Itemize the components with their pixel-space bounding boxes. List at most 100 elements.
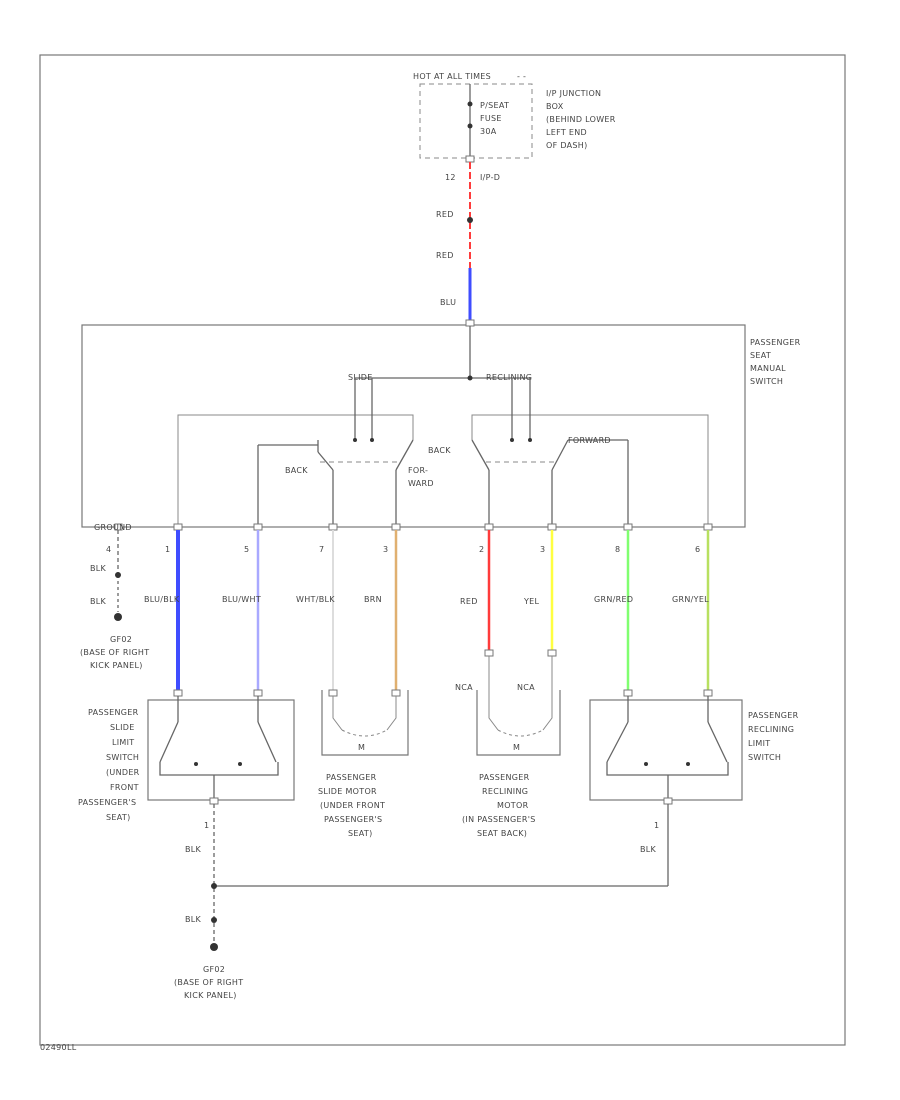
svg-text:BRN: BRN <box>364 595 382 604</box>
junction-box-outline <box>419 83 533 159</box>
fuse-terminal-top <box>467 101 473 107</box>
svg-text:BLU/WHT: BLU/WHT <box>222 595 261 604</box>
svg-text:SLIDE: SLIDE <box>110 723 135 732</box>
svg-text:SLIDE MOTOR: SLIDE MOTOR <box>318 787 377 796</box>
svg-text:30A: 30A <box>480 127 497 136</box>
svg-text:FRONT: FRONT <box>110 783 139 792</box>
wire-red-1-label: RED <box>436 210 454 219</box>
slide-label: SLIDE <box>348 373 373 382</box>
ground-wire-label-1: BLK <box>90 564 107 573</box>
pin-numbers: 4 1 5 7 3 2 3 8 6 <box>106 545 700 554</box>
svg-text:YEL: YEL <box>523 597 540 606</box>
svg-text:6: 6 <box>695 545 700 554</box>
svg-text:(UNDER: (UNDER <box>106 768 140 777</box>
svg-text:1: 1 <box>165 545 170 554</box>
svg-text:GRN/YEL: GRN/YEL <box>672 595 709 604</box>
diagram-code: 02490LL <box>40 1043 77 1052</box>
svg-text:PASSENGER: PASSENGER <box>88 708 139 717</box>
wire-color-labels: BLU/BLK BLU/WHT WHT/BLK BRN RED YEL GRN/… <box>144 595 709 606</box>
svg-text:PASSENGER'S: PASSENGER'S <box>324 815 382 824</box>
nca-label-1: NCA <box>455 683 473 692</box>
connector-ipd-label: I/P-D <box>480 173 500 182</box>
svg-text:4: 4 <box>106 545 111 554</box>
junction-box-label: I/P JUNCTION BOX (BEHIND LOWER LEFT END … <box>546 89 616 150</box>
svg-text:8: 8 <box>615 545 620 554</box>
svg-text:GF02: GF02 <box>203 965 225 974</box>
ground-top-label: GF02 (BASE OF RIGHT KICK PANEL) <box>80 635 149 670</box>
slide-limit-switch-box <box>147 699 295 801</box>
recline-back-contact <box>471 439 490 471</box>
ground-wire-label-2: BLK <box>90 597 107 606</box>
connector-ipd <box>465 155 475 163</box>
svg-text:PASSENGER: PASSENGER <box>479 773 530 782</box>
ground-bottom-label: GF02 (BASE OF RIGHT KICK PANEL) <box>174 965 243 1000</box>
svg-text:SEAT BACK): SEAT BACK) <box>477 829 527 838</box>
fuse-terminal-bottom <box>467 123 473 129</box>
svg-text:PASSENGER: PASSENGER <box>326 773 377 782</box>
seat-switch-label: PASSENGER SEAT MANUAL SWITCH <box>750 338 800 386</box>
slide-back-contact <box>317 451 334 471</box>
svg-text:RECLINING: RECLINING <box>748 725 794 734</box>
svg-text:SEAT): SEAT) <box>106 813 131 822</box>
bottom-down-blk-label: BLK <box>185 915 202 924</box>
reclining-limit-switch-label: PASSENGER RECLINING LIMIT SWITCH <box>748 711 799 762</box>
svg-text:(BASE OF RIGHT: (BASE OF RIGHT <box>174 978 243 987</box>
slide-forward-label-2: WARD <box>408 479 434 488</box>
svg-text:GRN/RED: GRN/RED <box>594 595 633 604</box>
reclining-motor-label: PASSENGER RECLINING MOTOR (IN PASSENGER'… <box>462 773 536 838</box>
svg-text:OF DASH): OF DASH) <box>546 141 588 150</box>
svg-text:3: 3 <box>540 545 545 554</box>
slide-motor-symbol: M <box>358 743 365 752</box>
svg-text:(BEHIND LOWER: (BEHIND LOWER <box>546 115 616 124</box>
reclining-motor-box <box>476 690 561 756</box>
svg-text:5: 5 <box>244 545 249 554</box>
slide-forward-label-1: FOR- <box>408 466 428 475</box>
svg-text:3: 3 <box>383 545 388 554</box>
bottom-left-blk-label: BLK <box>185 845 202 854</box>
svg-text:2: 2 <box>479 545 484 554</box>
seat-switch-box <box>81 324 746 528</box>
svg-text:PASSENGER: PASSENGER <box>748 711 799 720</box>
svg-text:(BASE OF RIGHT: (BASE OF RIGHT <box>80 648 149 657</box>
splice-red <box>467 217 473 223</box>
pin-12-label: 12 <box>445 173 456 182</box>
bottom-right-blk-label: BLK <box>640 845 657 854</box>
wire-blu-label: BLU <box>440 298 456 307</box>
svg-text:LIMIT: LIMIT <box>748 739 770 748</box>
slide-limit-pin-label: 1 <box>204 821 209 830</box>
svg-text:(IN PASSENGER'S: (IN PASSENGER'S <box>462 815 536 824</box>
svg-text:I/P JUNCTION: I/P JUNCTION <box>546 89 601 98</box>
recline-limit-pin-label: 1 <box>654 821 659 830</box>
svg-text:(UNDER FRONT: (UNDER FRONT <box>320 801 385 810</box>
svg-text:BLU/BLK: BLU/BLK <box>144 595 180 604</box>
slide-limit-switch-label: PASSENGER SLIDE LIMIT SWITCH (UNDER FRON… <box>78 708 140 822</box>
svg-text:LEFT END: LEFT END <box>546 128 587 137</box>
svg-text:BOX: BOX <box>546 102 564 111</box>
svg-text:FUSE: FUSE <box>480 114 502 123</box>
svg-text:RED: RED <box>460 597 478 606</box>
slide-motor-label: PASSENGER SLIDE MOTOR (UNDER FRONT PASSE… <box>318 773 385 838</box>
wire-red-2-label: RED <box>436 251 454 260</box>
fuse-label: P/SEAT FUSE 30A <box>480 101 509 136</box>
diagram-frame <box>39 54 846 1046</box>
svg-text:RECLINING: RECLINING <box>482 787 528 796</box>
ground-label: GROUND <box>94 523 132 532</box>
svg-text:SEAT): SEAT) <box>348 829 373 838</box>
recline-forward-label: FORWARD <box>568 436 611 445</box>
svg-text:LIMIT: LIMIT <box>112 738 134 747</box>
reclining-label: RECLINING <box>486 373 532 382</box>
svg-text:KICK PANEL): KICK PANEL) <box>90 661 143 670</box>
svg-text:SWITCH: SWITCH <box>750 377 783 386</box>
svg-text:SWITCH: SWITCH <box>106 753 139 762</box>
svg-text:KICK PANEL): KICK PANEL) <box>184 991 237 1000</box>
slide-forward-contact <box>395 439 414 471</box>
ground-symbol-top <box>114 613 122 621</box>
recline-forward-contact <box>551 439 569 471</box>
hot-at-all-times-label: HOT AT ALL TIMES <box>413 72 491 81</box>
svg-text:GF02: GF02 <box>110 635 132 644</box>
svg-text:- -: - - <box>517 72 526 81</box>
svg-text:WHT/BLK: WHT/BLK <box>296 595 335 604</box>
reclining-motor-symbol: M <box>513 743 520 752</box>
svg-text:PASSENGER'S: PASSENGER'S <box>78 798 136 807</box>
